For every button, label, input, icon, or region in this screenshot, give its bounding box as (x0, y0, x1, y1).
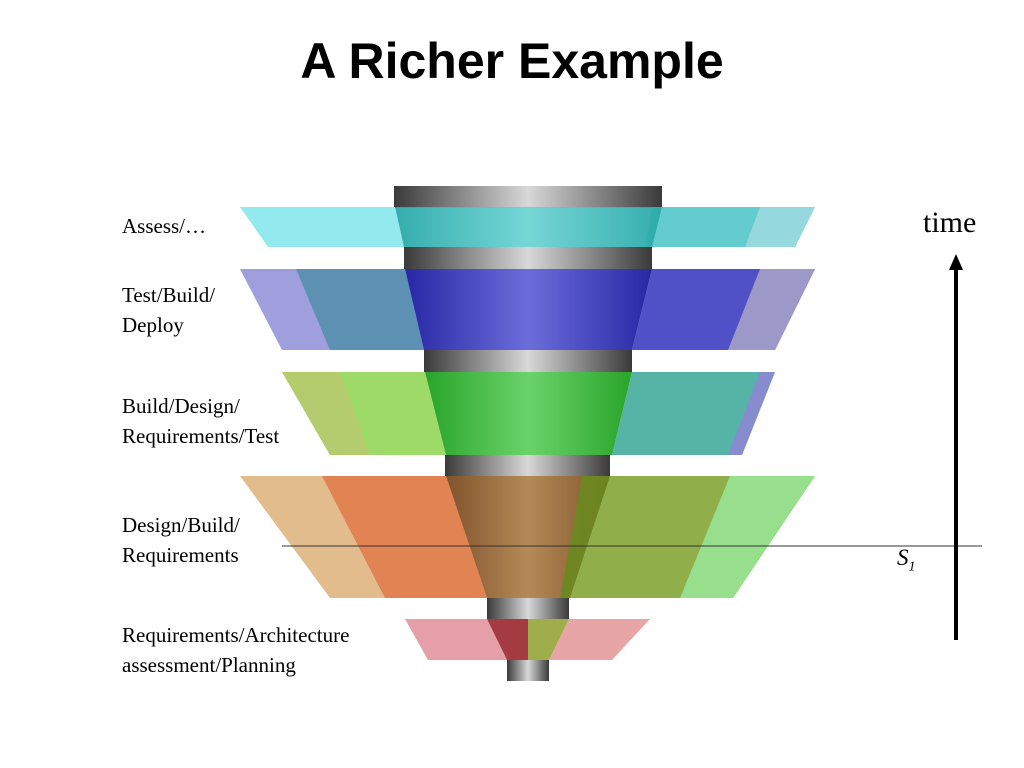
layer-assess (240, 207, 815, 247)
layer-test-build-deploy (240, 269, 815, 350)
shaft-ring-bottom (507, 660, 549, 681)
layer-requirements-architecture (405, 619, 650, 660)
time-axis-label: time (923, 206, 977, 239)
label-requirements-architecture: Requirements/Architecture assessment/Pla… (122, 623, 350, 677)
label-assess: Assess/… (122, 214, 207, 238)
shaft-ring-top (394, 186, 662, 208)
time-arrow-head (949, 254, 963, 270)
s1-marker-label: S1 (897, 545, 916, 575)
label-build-design: Build/Design/ Requirements/Test (122, 394, 280, 448)
layer-design-build (240, 476, 815, 598)
label-design-build: Design/Build/ Requirements (122, 513, 240, 567)
shaft-ring-5 (487, 598, 569, 619)
shaft-ring-3 (424, 350, 632, 372)
layer-build-design (282, 372, 775, 455)
shaft-ring-2 (404, 247, 652, 269)
shaft-ring-4 (445, 455, 610, 476)
page-title: A Richer Example (300, 33, 724, 89)
label-test-build-deploy: Test/Build/ Deploy (122, 283, 216, 337)
